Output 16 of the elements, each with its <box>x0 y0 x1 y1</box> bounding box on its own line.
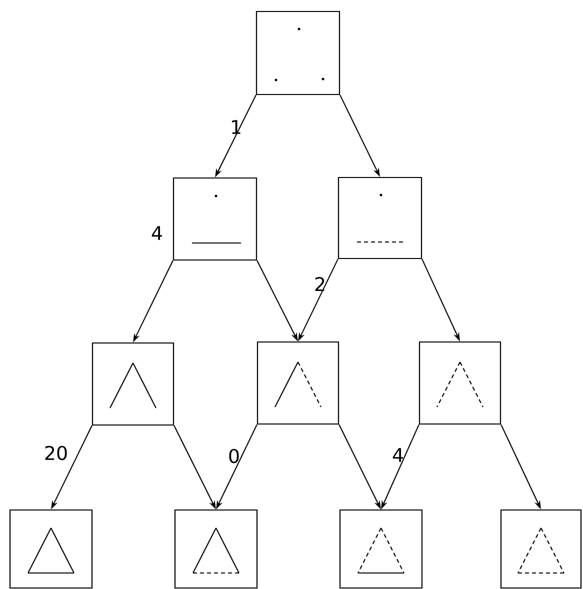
diagram-box <box>256 341 340 425</box>
edge-label: 4 <box>392 448 403 462</box>
diagram-box <box>256 10 340 96</box>
diagram-box <box>500 509 582 589</box>
diagram-box <box>338 176 422 260</box>
diagram-box <box>9 509 93 589</box>
diagram-box <box>339 509 423 589</box>
diagram-box <box>92 342 174 426</box>
diagram-box <box>172 177 258 261</box>
edge-label: 4 <box>152 226 162 240</box>
diagram-box <box>174 509 258 589</box>
diagram-box <box>418 341 502 425</box>
edge-label: 1 <box>232 120 240 134</box>
edge-label: 2 <box>315 276 324 292</box>
edge-label: 20 <box>45 446 67 460</box>
edge-label: 0 <box>229 448 239 464</box>
